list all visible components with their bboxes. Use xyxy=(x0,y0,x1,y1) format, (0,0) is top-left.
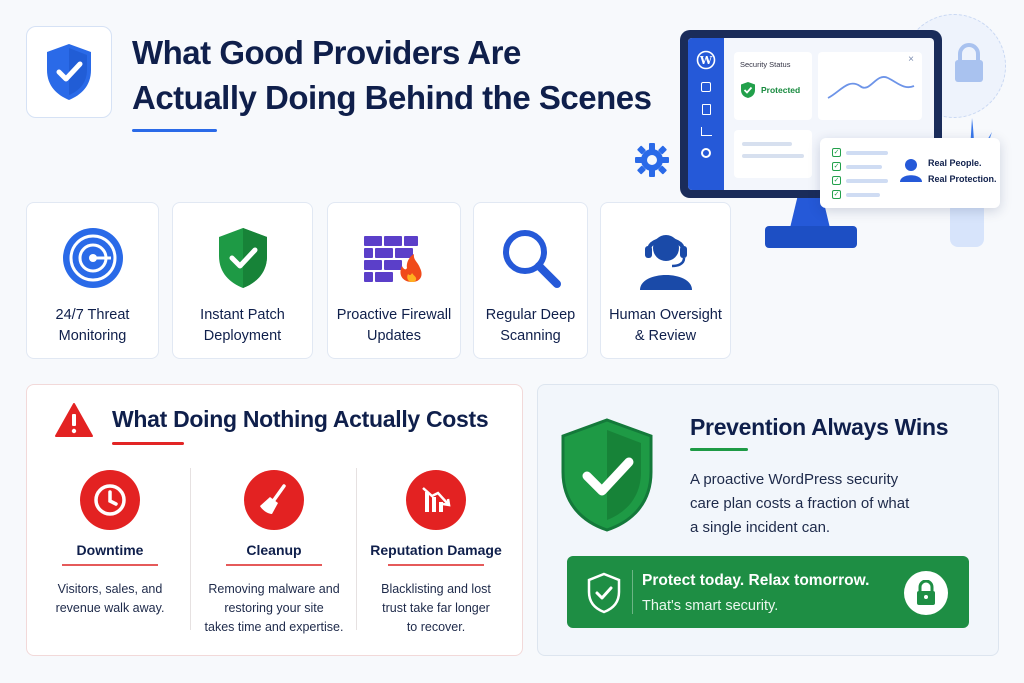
chart-icon xyxy=(700,127,712,136)
feature-card-deep-scanning: Regular Deep Scanning xyxy=(473,202,588,359)
shield-check-icon xyxy=(218,228,267,288)
close-icon: × xyxy=(908,54,914,65)
cost-description: Blacklisting and lost trust take far lon… xyxy=(381,582,491,634)
padlock-icon xyxy=(955,43,983,82)
costs-title: What Doing Nothing Actually Costs xyxy=(112,406,489,432)
protect-today-banner xyxy=(567,556,969,628)
checkbox-icon xyxy=(701,82,711,92)
small-shield-check-icon xyxy=(741,82,755,98)
monitor-illustration: W Security Status Protected × xyxy=(680,30,942,198)
plant-pot xyxy=(950,205,984,247)
large-shield-check-icon xyxy=(561,418,653,532)
feature-label: Regular Deep Scanning xyxy=(485,307,576,344)
column-divider xyxy=(190,468,191,630)
feature-card-firewall-updates: Proactive Firewall Updates xyxy=(327,202,461,359)
feature-label: Instant Patch Deployment xyxy=(200,307,285,344)
feature-label: Proactive Firewall Updates xyxy=(336,307,452,344)
settings-icon xyxy=(701,148,711,158)
banner-headline: Protect today. Relax tomorrow. xyxy=(642,572,870,589)
feature-label: 24/7 Threat Monitoring xyxy=(55,307,130,344)
clock-icon xyxy=(94,484,126,516)
cost-heading: Downtime xyxy=(76,542,144,558)
feature-label: Human Oversight & Review xyxy=(609,307,722,344)
header-shield-tile xyxy=(26,26,112,118)
info-lines-card xyxy=(734,130,812,178)
popup-line2: Real Protection. xyxy=(928,174,997,184)
security-status-value: Protected xyxy=(761,85,801,95)
wave-chart xyxy=(827,76,915,99)
banner-lock-badge xyxy=(904,571,948,615)
cost-description: Visitors, sales, and revenue walk away. xyxy=(55,582,165,615)
cost-heading: Cleanup xyxy=(246,542,302,558)
gear-icon xyxy=(635,143,669,177)
cost-description: Removing malware and restoring your site… xyxy=(204,582,344,634)
cost-item-cleanup: Cleanup Removing malware and restoring y… xyxy=(194,470,354,637)
dashboard-sidebar: W xyxy=(688,38,724,190)
page-title: What Good Providers Are Actually Doing B… xyxy=(132,34,652,116)
padlock-icon xyxy=(917,580,935,605)
cost-item-reputation-damage: Reputation Damage Blacklisting and lost … xyxy=(356,470,516,637)
user-icon xyxy=(900,159,922,182)
traffic-chart-card: × xyxy=(818,52,922,120)
real-protection-popup: ✓ ✓ ✓ ✓ Real People. Real Protection. xyxy=(820,138,1000,208)
column-divider xyxy=(356,468,357,630)
magnifier-icon xyxy=(502,230,561,288)
feature-card-human-oversight: Human Oversight & Review xyxy=(600,202,731,359)
title-underline xyxy=(132,129,217,132)
declining-chart-icon xyxy=(422,487,451,512)
radar-icon xyxy=(62,228,123,288)
headset-person-icon xyxy=(639,235,692,290)
outline-shield-check-icon xyxy=(587,572,621,614)
cost-item-downtime: Downtime Visitors, sales, and revenue wa… xyxy=(30,470,190,618)
svg-text:W: W xyxy=(699,54,713,67)
prevention-body: A proactive WordPress security care plan… xyxy=(690,471,910,536)
prevention-title: Prevention Always Wins xyxy=(690,414,949,440)
feature-card-patch-deployment: Instant Patch Deployment xyxy=(172,202,313,359)
wordpress-icon: W xyxy=(696,50,716,70)
monitor-base xyxy=(765,226,857,248)
shield-check-icon xyxy=(47,44,91,100)
cost-heading: Reputation Damage xyxy=(370,542,502,558)
firewall-icon xyxy=(364,236,422,282)
broom-icon xyxy=(260,484,286,514)
monitor-screen: W Security Status Protected × xyxy=(688,38,934,190)
banner-divider xyxy=(632,570,633,614)
security-status-label: Security Status xyxy=(740,60,791,69)
prevention-title-underline xyxy=(690,448,748,451)
banner-subline: That's smart security. xyxy=(642,598,779,614)
document-icon xyxy=(701,104,711,115)
feature-card-threat-monitoring: 24/7 Threat Monitoring xyxy=(26,202,159,359)
costs-title-underline xyxy=(112,442,184,445)
warning-icon xyxy=(55,403,93,437)
security-status-card: Security Status Protected xyxy=(734,52,812,120)
popup-line1: Real People. xyxy=(928,158,982,168)
